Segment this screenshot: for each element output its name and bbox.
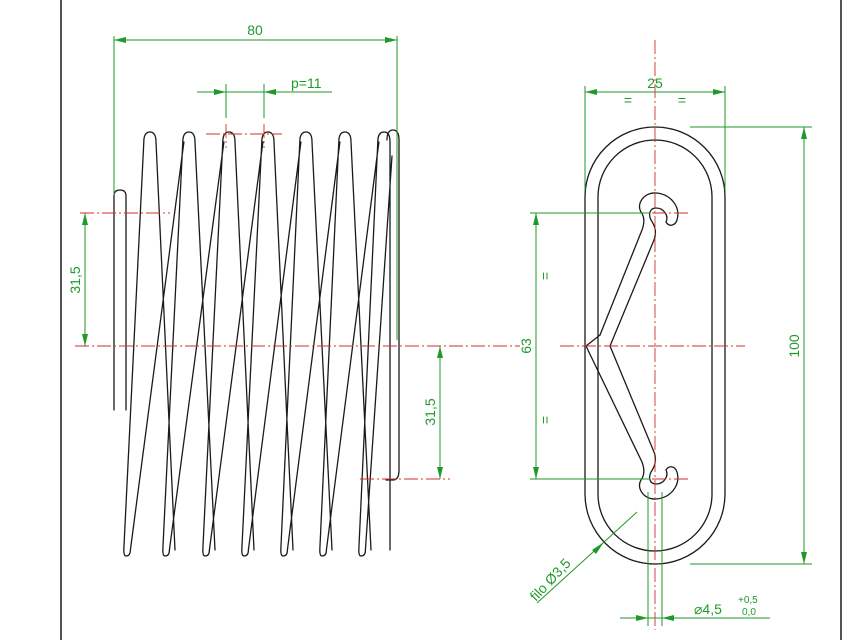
bottom-hook [585, 334, 679, 500]
top-half-value: 31,5 [67, 266, 83, 293]
bottom-half-value: 31,5 [422, 398, 438, 425]
wire-diameter-value: filo Ø3,5 [526, 555, 573, 604]
hook-span-equal-top: = [537, 272, 553, 280]
hole-diameter-value: ⌀4,5 [694, 601, 722, 617]
spring-front-view [113, 129, 400, 557]
dimension-pitch: p=11 [197, 75, 332, 118]
spring-coil [113, 129, 400, 557]
dimension-top-half: 31,5 [67, 213, 88, 346]
dimension-hook-width: 25 = = [584, 75, 726, 190]
hole-tolerance-lower: 0,0 [742, 607, 756, 618]
hook-span-equal-bottom: = [537, 416, 553, 424]
hole-tolerance-upper: +0,5 [738, 595, 758, 606]
top-hook [599, 192, 679, 347]
hook-width-equal-left: = [624, 92, 632, 108]
dimension-bottom-half: 31,5 [422, 346, 443, 479]
dimension-length: 80 [113, 22, 398, 340]
hook-width-equal-right: = [678, 92, 686, 108]
pitch-value: p=11 [291, 75, 322, 91]
dimension-hook-span: 63 = = [518, 212, 650, 480]
length-value: 80 [247, 22, 263, 38]
dimension-wire-diameter: filo Ø3,5 [526, 511, 638, 604]
dimension-hole-diameter: ⌀4,5 +0,5 0,0 [620, 492, 770, 626]
dimension-overall-height: 100 [690, 126, 812, 565]
hook-width-value: 25 [647, 75, 663, 91]
overall-height-value: 100 [786, 334, 802, 358]
hook-span-value: 63 [518, 338, 534, 354]
